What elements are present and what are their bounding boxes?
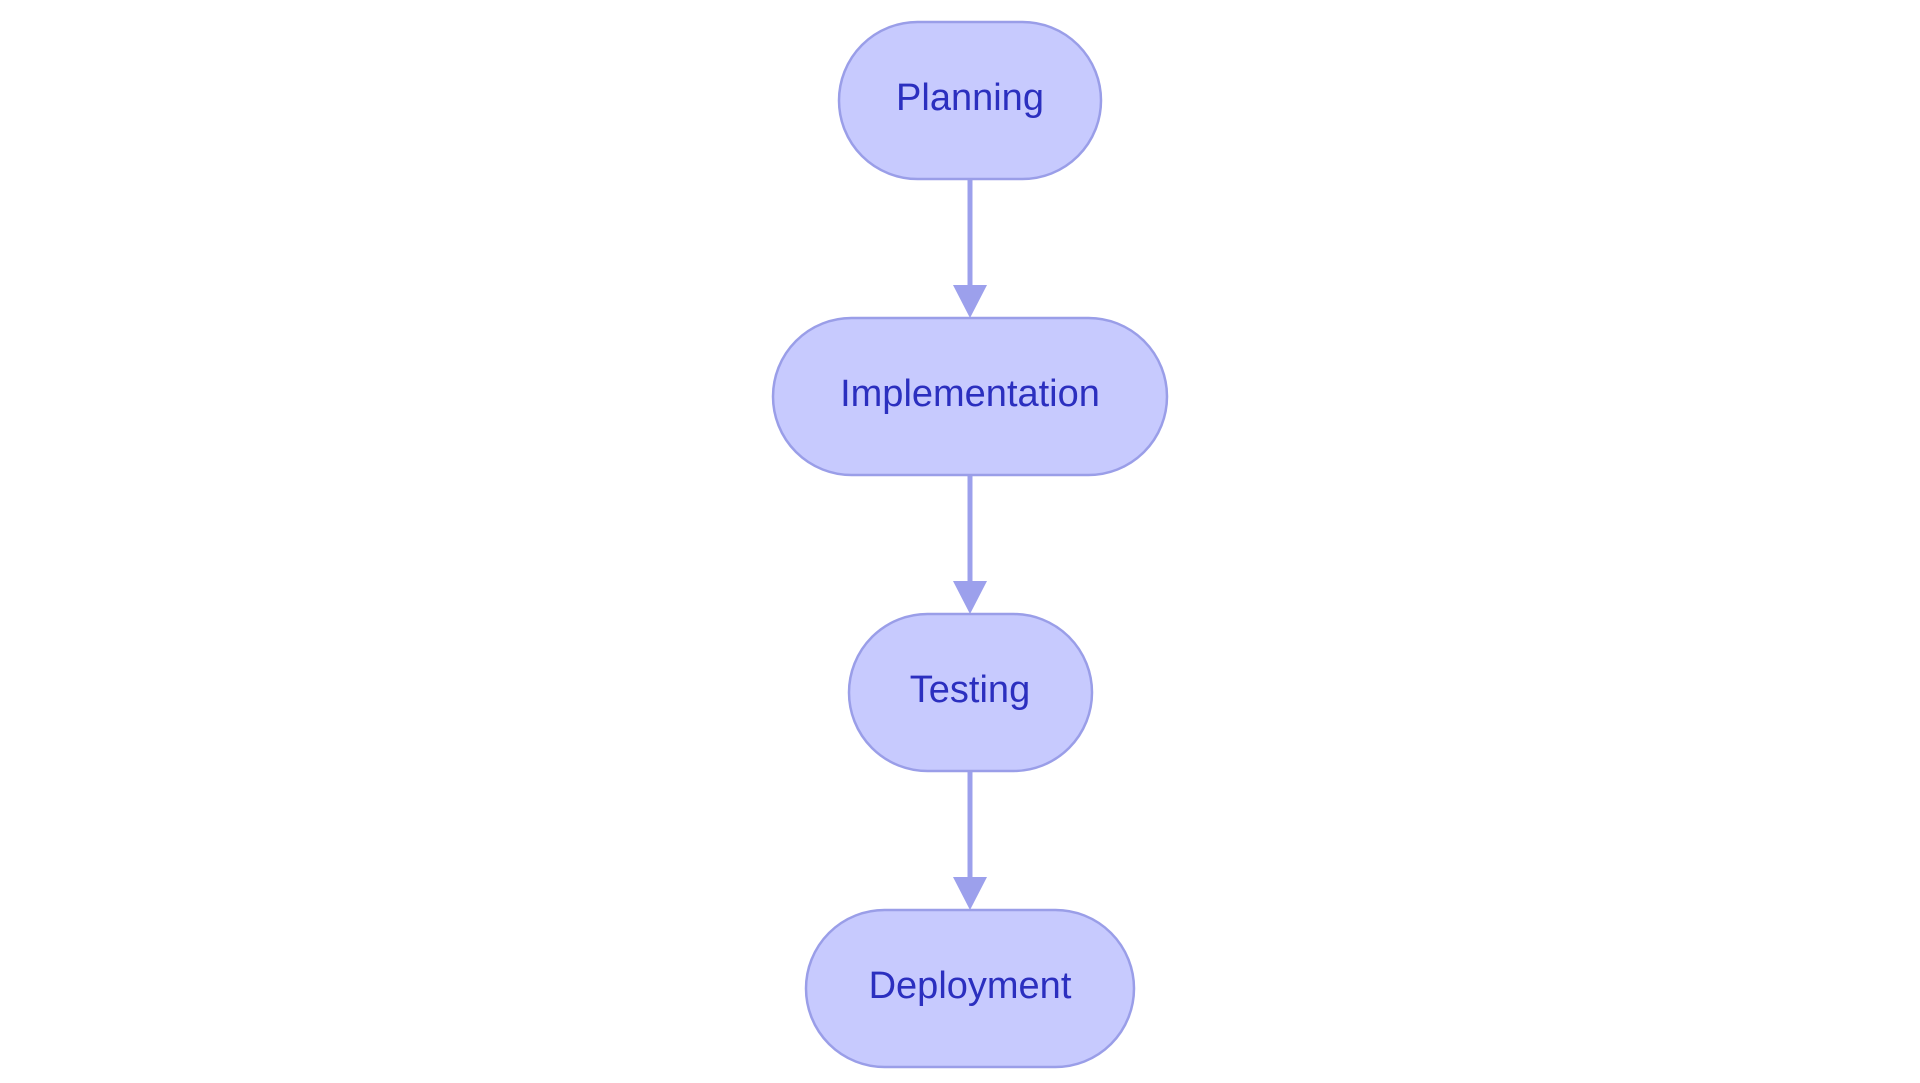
node-planning-shape xyxy=(837,20,1103,181)
node-implementation-shape xyxy=(771,316,1169,477)
edge-planning-to-implementation xyxy=(953,180,987,318)
node-testing[interactable]: Testing xyxy=(847,612,1094,773)
arrowhead-icon xyxy=(953,877,987,910)
node-testing-shape xyxy=(847,612,1094,773)
arrowhead-icon xyxy=(953,285,987,318)
node-implementation[interactable]: Implementation xyxy=(771,316,1169,477)
node-deployment-shape xyxy=(804,908,1136,1069)
node-implementation-label: Implementation xyxy=(840,373,1100,415)
node-testing-label: Testing xyxy=(910,669,1030,711)
edge-implementation-to-testing xyxy=(953,476,987,614)
node-deployment[interactable]: Deployment xyxy=(804,908,1136,1069)
node-planning[interactable]: Planning xyxy=(837,20,1103,181)
node-planning-label: Planning xyxy=(896,77,1044,119)
node-deployment-label: Deployment xyxy=(869,965,1072,1007)
arrowhead-icon xyxy=(953,581,987,614)
edge-testing-to-deployment xyxy=(953,772,987,910)
